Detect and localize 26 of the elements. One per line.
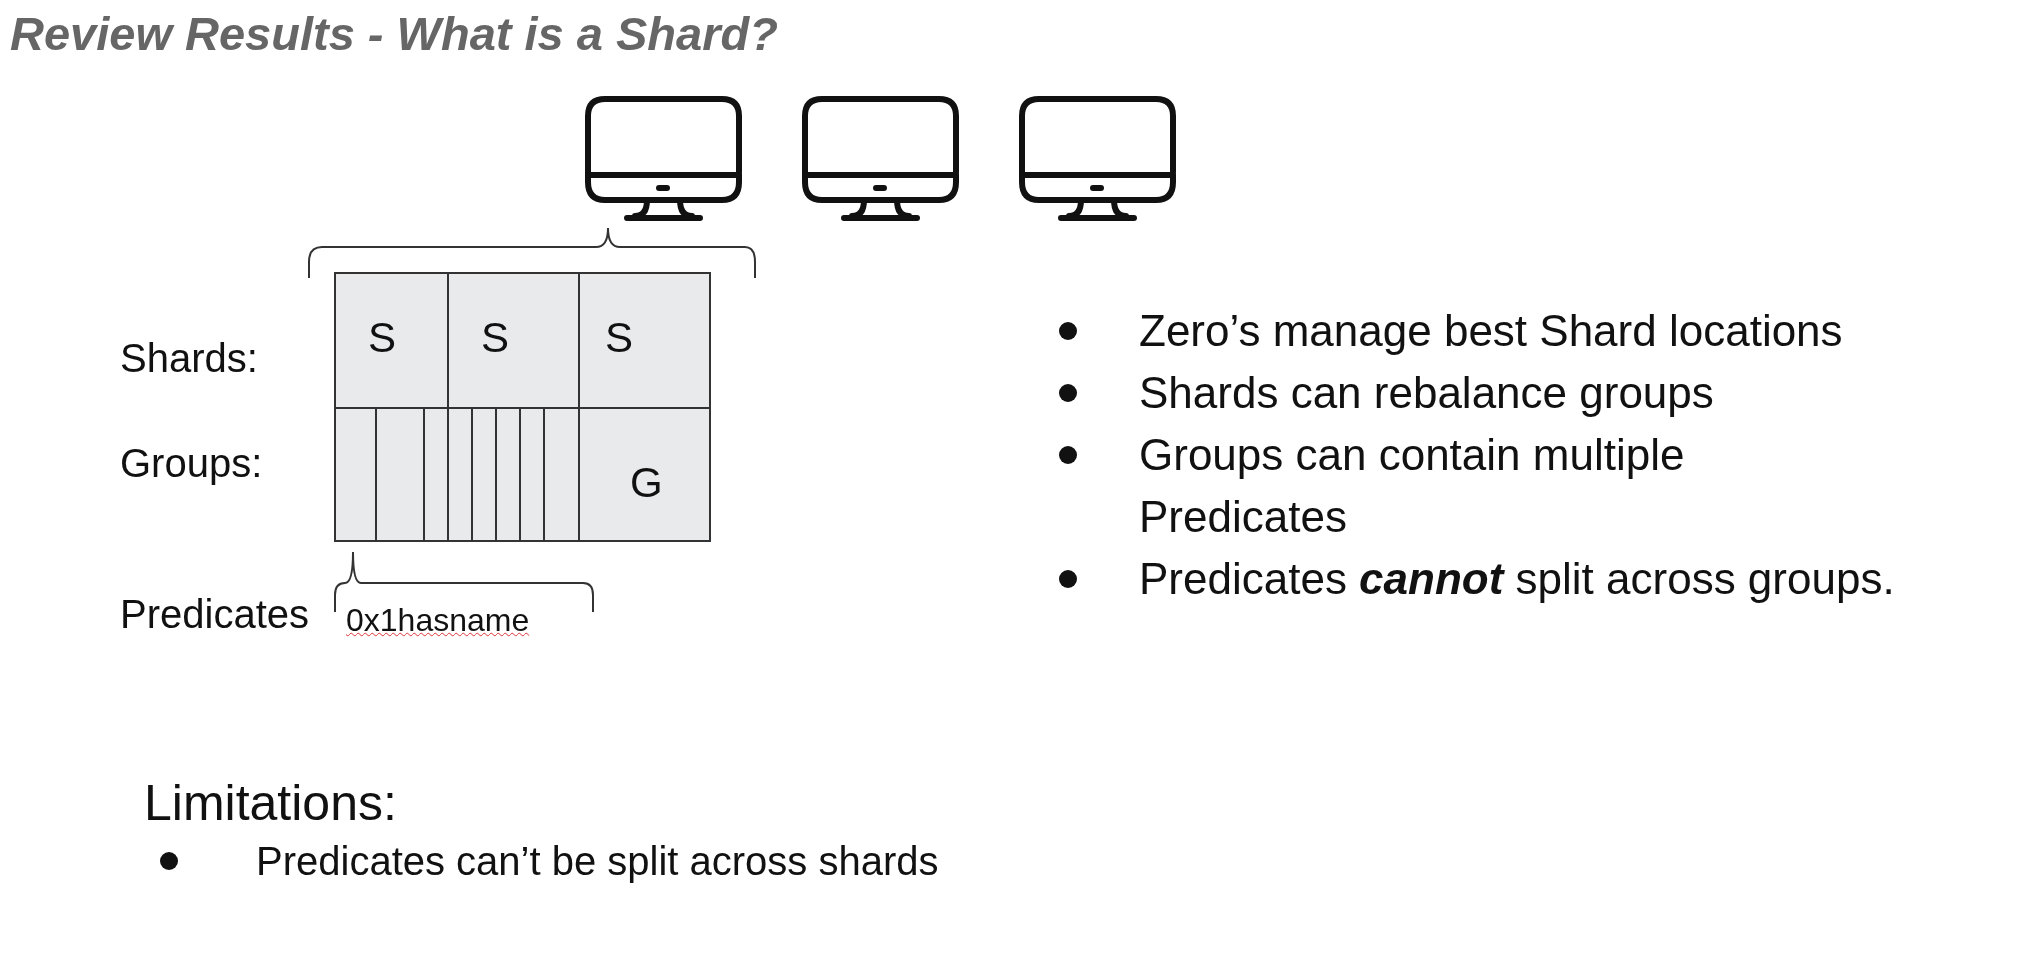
cell-letter: S — [605, 314, 633, 362]
grid-cell — [543, 407, 580, 542]
grid-cell — [447, 407, 473, 542]
predicate-name: 0x1hasname — [346, 601, 530, 640]
grid-cell — [471, 407, 497, 542]
grid-cell — [578, 272, 711, 409]
bullet-text: Predicates cannot split across groups. — [1139, 553, 1895, 605]
section-heading: Limitations: — [144, 774, 397, 833]
row-label: Groups: — [120, 440, 263, 487]
grid-cell — [447, 272, 580, 409]
row-label: Predicates — [120, 591, 309, 638]
grid-cell — [495, 407, 521, 542]
bullet-text: Predicates can’t be split across shards — [256, 838, 939, 885]
bullet-text: Zero’s manage best Shard locations — [1139, 305, 1843, 357]
cell-letter: S — [368, 314, 396, 362]
cell-letter: S — [481, 314, 509, 362]
slide-title: Review Results - What is a Shard? — [10, 6, 778, 61]
row-label: Shards: — [120, 335, 258, 382]
cell-letter: G — [630, 459, 663, 507]
grid-cell — [334, 272, 449, 409]
bullet-text: Shards can rebalance groups — [1139, 367, 1714, 419]
grid-cell — [375, 407, 425, 542]
grid-cell — [519, 407, 545, 542]
grid-cell — [423, 407, 449, 542]
grid-cell — [334, 407, 377, 542]
grid-cell — [578, 407, 711, 542]
